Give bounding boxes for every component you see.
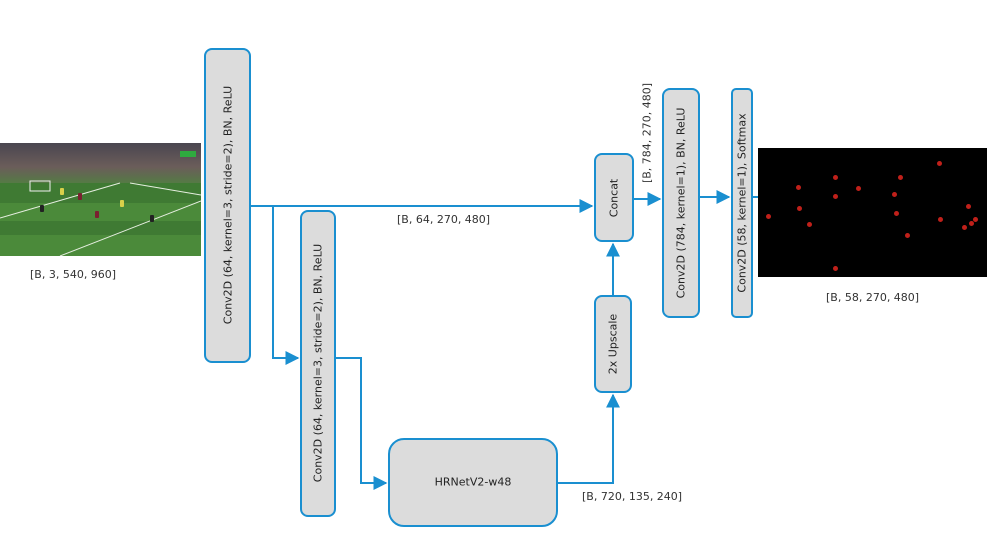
concat-out-shape-label: [B, 784, 270, 480] (640, 82, 654, 184)
output-shape-label: [B, 58, 270, 480] (826, 291, 920, 304)
keypoint (807, 222, 812, 227)
keypoint (797, 206, 802, 211)
player (95, 211, 99, 218)
stands (0, 143, 201, 183)
keypoint (905, 233, 910, 238)
player (60, 188, 64, 195)
keypoint (962, 225, 967, 230)
scoreboard (180, 151, 196, 157)
concat-block[interactable] (594, 153, 634, 242)
upscale-label: 2x Upscale (606, 313, 620, 375)
input-shape-label: [B, 3, 540, 960] (30, 268, 117, 281)
skip-shape-label: [B, 64, 270, 480] (397, 213, 491, 226)
keypoint (894, 211, 899, 216)
conv4-label: Conv2D (58, kernel=1), Softmax (735, 113, 749, 293)
player (78, 193, 82, 200)
keypoint (969, 221, 974, 226)
keypoint (833, 266, 838, 271)
conv2-label: Conv2D (64, kernel=3, stride=2), BN, ReL… (311, 243, 325, 483)
keypoint (973, 217, 978, 222)
conv3-block[interactable] (662, 88, 700, 318)
keypoint (833, 194, 838, 199)
keypoint (938, 217, 943, 222)
pitch-lines (0, 180, 201, 256)
keypoint (766, 214, 771, 219)
keypoint (856, 186, 861, 191)
conv3-label: Conv2D (784, kernel=1), BN, ReLU (674, 107, 688, 299)
keypoint (898, 175, 903, 180)
player (40, 205, 44, 212)
hrnet-label: HRNetV2-w48 (434, 475, 512, 489)
output-heatmap (758, 148, 987, 277)
hrnet-block[interactable] (388, 438, 558, 527)
keypoint (796, 185, 801, 190)
keypoint (833, 175, 838, 180)
edge-conv1-to-conv2 (272, 206, 300, 365)
keypoint (892, 192, 897, 197)
conv1-block[interactable] (204, 48, 251, 363)
conv1-label: Conv2D (64, kernel=3, stride=2), BN, ReL… (221, 85, 235, 325)
player (120, 200, 124, 207)
concat-label: Concat (607, 178, 621, 218)
edge-conv2-to-hrnet (336, 357, 388, 490)
hrnet-out-shape-label: [B, 720, 135, 240] (582, 490, 683, 503)
player (150, 215, 154, 222)
conv2-block[interactable] (300, 210, 336, 517)
edge-hrnet-to-upscale (558, 393, 620, 484)
keypoint (937, 161, 942, 166)
keypoint (966, 204, 971, 209)
conv4-block[interactable] (731, 88, 753, 318)
upscale-block[interactable] (594, 295, 632, 393)
pitch-stripe (0, 235, 201, 256)
input-image (0, 143, 201, 256)
